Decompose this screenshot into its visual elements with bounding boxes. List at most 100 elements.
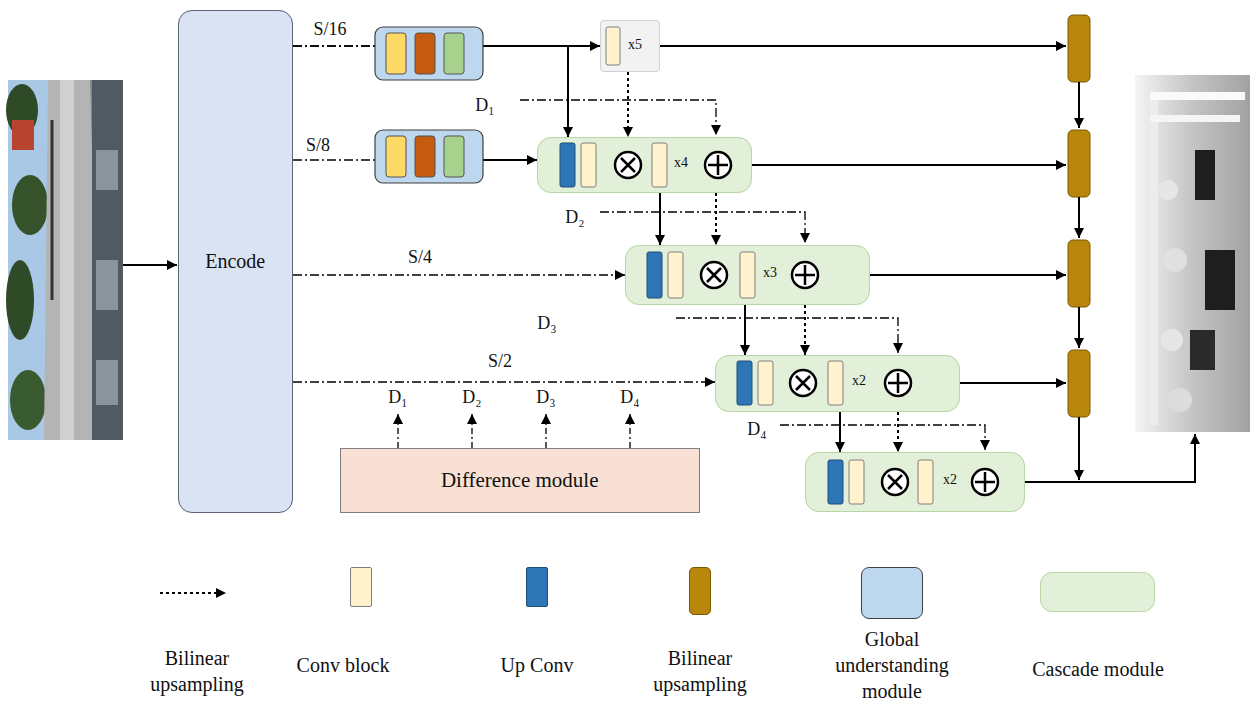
feature-label: D₁: [388, 387, 407, 409]
legend-swatch: [526, 567, 548, 607]
connector-segment: [627, 72, 629, 137]
conv-block: [606, 27, 620, 65]
feature-label: D₃: [536, 387, 555, 409]
feature-label: D₂: [462, 387, 481, 409]
connector: [660, 193, 661, 245]
difference-line: [600, 212, 805, 243]
difference-output: [545, 414, 546, 448]
symbol-plus: [888, 373, 908, 393]
module-bar: [415, 136, 435, 177]
depth-pole: [1150, 92, 1245, 100]
output-line: [1078, 307, 1080, 348]
symbol-plus: [708, 155, 728, 175]
depth-blob: [1163, 248, 1187, 272]
legend-text: Conv block: [263, 652, 423, 678]
up-conv: [647, 252, 662, 298]
global-understanding-module: [375, 27, 483, 80]
add-symbol: [705, 152, 731, 178]
cascade-box: x4: [537, 137, 752, 193]
photo-pole: [51, 120, 54, 300]
connector-segment: [483, 46, 568, 137]
symbol-ring: [701, 262, 727, 288]
connector-segment: [804, 305, 806, 355]
edge-label-holder: S/4: [380, 247, 460, 269]
legend-swatch: [350, 567, 372, 607]
conv-block: [740, 252, 755, 298]
multiply-symbol: [701, 262, 727, 288]
connector-segment: [293, 45, 375, 46]
module-bar: [444, 136, 464, 177]
encoder-box: Encode: [178, 10, 293, 513]
photo-sidewalk: [60, 80, 74, 440]
legend-text-holder: Global understanding module: [822, 626, 962, 704]
label-holder: D₂: [555, 207, 595, 229]
label-holder: D₃: [527, 313, 567, 335]
connector-segment: [293, 274, 625, 275]
label-holder: D₂: [452, 387, 492, 409]
conv-block: [581, 143, 596, 187]
depth-dark: [1195, 150, 1215, 200]
feature-label: D₂: [565, 207, 584, 229]
legend-text: Up Conv: [477, 652, 597, 678]
add-symbol: [792, 262, 818, 288]
legend-swatch: [861, 567, 923, 619]
symbol-ring: [885, 370, 911, 396]
node-fill: [340, 448, 700, 513]
conv-block: [849, 460, 864, 504]
input-arrow: [123, 264, 177, 266]
legend-sample: [160, 592, 226, 594]
node-text: Difference module: [441, 468, 599, 493]
module-bar: [444, 33, 464, 74]
edge-label-holder: S/8: [278, 135, 358, 157]
module-bar: [386, 136, 406, 177]
node-text: Encode: [205, 249, 265, 273]
symbol-ring: [882, 469, 908, 495]
difference-output: [397, 414, 398, 448]
symbol-cross: [621, 158, 635, 172]
connector: [628, 72, 629, 137]
scale-label: S/4: [408, 247, 432, 269]
connector: [745, 305, 746, 355]
depth-blob: [1158, 180, 1178, 200]
photo-tree: [6, 260, 34, 340]
connector: [898, 412, 899, 452]
node-text: x2: [852, 373, 866, 390]
node-text: x2: [943, 472, 957, 489]
connector: [805, 305, 806, 355]
connector: [293, 382, 715, 383]
connector-segment: [483, 159, 537, 161]
symbol-ring: [705, 152, 731, 178]
legend-text-holder: Bilinear upsampling: [132, 645, 262, 697]
photo-sky: [8, 80, 48, 440]
symbol-cross: [796, 376, 810, 390]
output-line: [1025, 434, 1195, 482]
up-conv: [737, 361, 752, 405]
symbol-cross: [888, 475, 902, 489]
legend-text-holder: Up Conv: [477, 652, 597, 678]
conv-block: [828, 361, 843, 405]
scale-label: S/2: [488, 351, 512, 373]
cascade-box: x2: [805, 452, 1025, 512]
legend-swatch: [1040, 572, 1155, 612]
difference-line: [676, 318, 898, 353]
node-fill: [537, 137, 752, 193]
difference-output: [629, 414, 630, 448]
multiply-symbol: [790, 370, 816, 396]
label-holder: D₃: [526, 387, 566, 409]
symbol-ring: [790, 370, 816, 396]
node-fill: [805, 452, 1025, 512]
node-fill: [715, 355, 960, 412]
depth-pole: [1150, 115, 1240, 122]
edge-label-holder: S/2: [460, 351, 540, 373]
multiply-symbol: [882, 469, 908, 495]
connector-segment: [293, 159, 375, 160]
photo-ground: [8, 80, 123, 440]
conv-block: [668, 252, 683, 298]
up-conv: [828, 460, 843, 504]
label-holder: D₄: [737, 419, 777, 441]
add-symbol: [972, 469, 998, 495]
photo-tree: [10, 370, 46, 430]
up-conv: [560, 143, 575, 187]
connector-segment: [715, 193, 717, 245]
cascade-box: x3: [625, 245, 870, 305]
